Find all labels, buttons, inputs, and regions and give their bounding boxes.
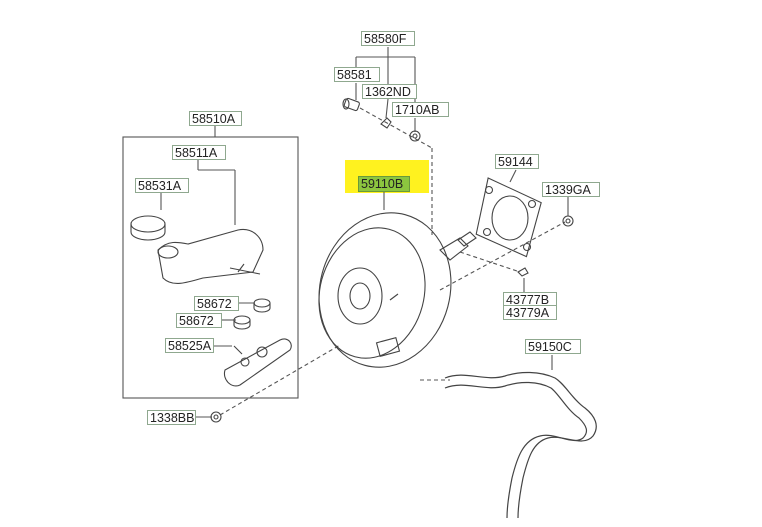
grommets-58672 [233, 298, 271, 330]
part-label-1362nd[interactable]: 1362ND [362, 84, 417, 99]
part-label-1339ga[interactable]: 1339GA [542, 182, 600, 197]
part-label-58525a[interactable]: 58525A [165, 338, 214, 353]
vacuum-hose-59150c [444, 371, 597, 519]
part-label-59150c[interactable]: 59150C [525, 339, 581, 354]
gasket-59144 [475, 177, 542, 258]
nut-1339ga [562, 215, 574, 227]
part-label-58510a[interactable]: 58510A [189, 111, 242, 126]
brake-booster-59110b [318, 212, 477, 368]
assembly-dash-lines [219, 107, 566, 416]
part-label-58672[interactable]: 58672 [176, 313, 222, 328]
clip-1362nd [380, 117, 392, 129]
nut-1338bb [210, 411, 222, 423]
part-label-1338bb[interactable]: 1338BB [147, 410, 196, 425]
part-label-59144[interactable]: 59144 [495, 154, 539, 169]
part-label-59110b-selected[interactable]: 59110B [358, 176, 410, 192]
part-label-58580f[interactable]: 58580F [361, 31, 415, 46]
part-label-58672[interactable]: 58672 [194, 296, 239, 311]
washer-1710ab [409, 130, 421, 142]
reservoir-58511a [130, 215, 264, 284]
part-label-43779a[interactable]: 43779A [503, 305, 557, 320]
master-cylinder-58525a [223, 338, 292, 387]
part-label-1710ab[interactable]: 1710AB [392, 102, 449, 117]
leader-lines [160, 47, 569, 418]
clip-43777b [517, 267, 529, 277]
part-label-58581[interactable]: 58581 [334, 67, 380, 82]
bolt-58581 [342, 97, 360, 112]
part-label-58531a[interactable]: 58531A [135, 178, 189, 193]
part-label-58511a[interactable]: 58511A [172, 145, 226, 160]
reservoir-group-box [122, 136, 299, 399]
